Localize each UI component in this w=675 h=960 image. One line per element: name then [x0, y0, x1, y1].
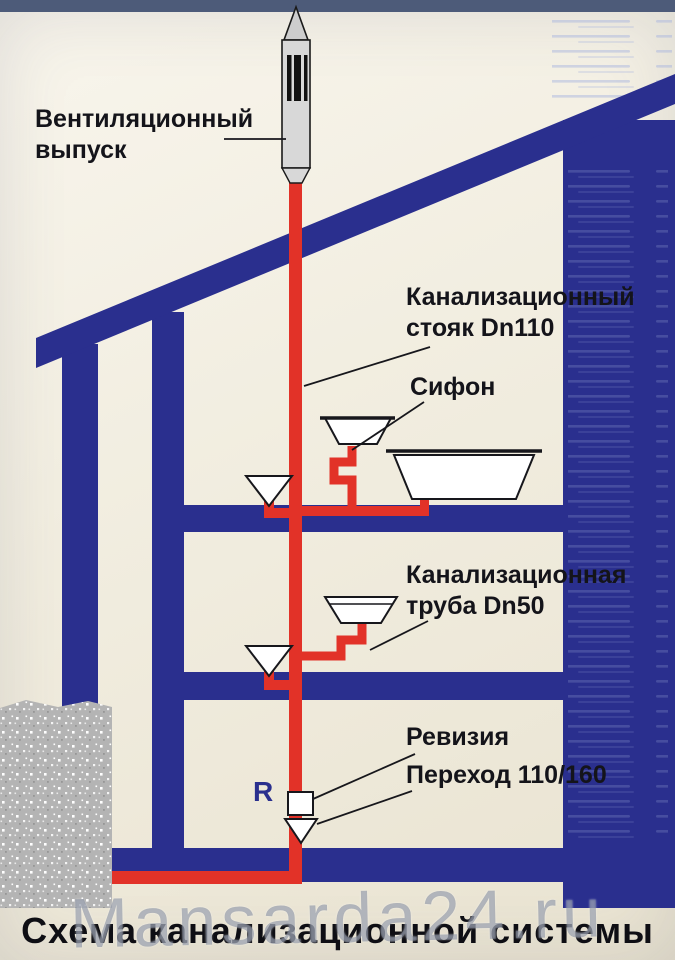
upper-sink-trap	[329, 446, 357, 512]
lower-sink	[323, 596, 399, 624]
label-vent-outlet: Вентиляционный выпуск	[35, 105, 254, 165]
outlet-pipe	[112, 871, 302, 884]
bathtub	[392, 454, 536, 500]
ground-hatch	[0, 700, 112, 908]
vent-stripe	[304, 55, 308, 101]
vent-stack	[280, 4, 312, 184]
leader-lines	[224, 138, 431, 825]
roof	[36, 74, 675, 368]
lower-toilet	[243, 645, 295, 678]
riser-pipe	[289, 176, 302, 880]
revision-mark: R	[253, 776, 274, 807]
label-revision: Ревизия	[406, 723, 510, 751]
bathtub-drain	[420, 495, 429, 511]
paper-page	[0, 12, 675, 960]
lower-sink-trap	[298, 624, 367, 661]
sewer-pipes	[112, 176, 429, 884]
leader-branch-pipe	[369, 620, 429, 651]
watermark: Mansarda24.ru	[69, 873, 607, 960]
label-siphon: Сифон	[410, 373, 496, 401]
bleed-through-texture-right	[568, 170, 668, 840]
upper-toilet	[243, 475, 295, 508]
leader-riser	[303, 346, 431, 387]
left-wall	[62, 344, 98, 724]
vent-cap	[282, 4, 310, 41]
vent-stripe	[294, 55, 301, 101]
vent-taper	[280, 167, 312, 184]
leader-transition	[316, 790, 413, 825]
label-transition: Переход 110/160	[406, 761, 607, 789]
label-riser: Канализационный стояк Dn110	[406, 283, 635, 343]
label-branch-pipe: Канализационная труба Dn50	[406, 561, 627, 621]
leader-siphon	[351, 401, 425, 451]
middle-floor-slab	[152, 672, 620, 700]
inner-wall	[152, 312, 184, 882]
upper-branch-pipe	[296, 506, 429, 516]
diagram-title: Схема канализационной системы	[21, 910, 654, 951]
leader-revision	[312, 753, 416, 800]
revision-port	[287, 791, 314, 816]
transition-fitting	[283, 818, 319, 845]
fixtures	[243, 416, 542, 845]
vent-stripe	[287, 55, 292, 101]
